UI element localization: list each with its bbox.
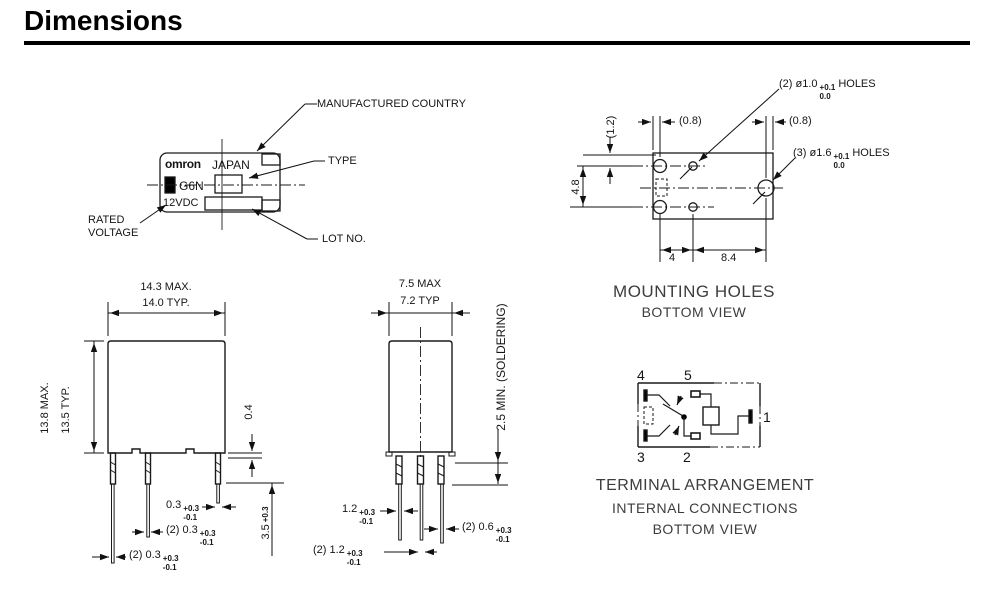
callout-lot-no: LOT NO. — [322, 233, 366, 245]
side-pin-bottom-dim: (2) 1.2+0.3-0.1 — [313, 544, 363, 567]
terminal-schematic — [637, 382, 761, 448]
terminal-5-label: 5 — [684, 367, 692, 383]
front-height-typ: 13.5 TYP. — [60, 386, 72, 434]
side-view-body — [385, 340, 456, 544]
front-pin-mid-dim: (2) 0.3+0.3-0.1 — [166, 524, 216, 547]
front-view-dimensions — [84, 302, 284, 561]
mounting-holes-subcaption: BOTTOM VIEW — [641, 304, 747, 320]
terminal-subcaption-1: INTERNAL CONNECTIONS — [611, 500, 799, 516]
mounting-dim-0-8-left: (0.8) — [679, 115, 702, 127]
label-country: JAPAN — [212, 158, 250, 172]
mounting-dim-4: 4 — [669, 252, 676, 264]
small-holes-value: (2) ø1.0 — [779, 78, 818, 90]
front-width-max: 14.3 MAX. — [140, 281, 192, 293]
front-standoff-dim: 3.5+0.3 — [260, 506, 272, 540]
mounting-dimension-lines — [570, 88, 796, 262]
terminal-4-label: 4 — [637, 367, 645, 383]
label-model: G6N — [179, 179, 204, 193]
mounting-centerlines — [632, 165, 783, 208]
large-holes-suffix: HOLES — [852, 147, 890, 159]
front-view-body — [107, 340, 226, 564]
mounting-dim-8-4: 8.4 — [721, 252, 737, 264]
front-height-max: 13.8 MAX. — [39, 382, 51, 434]
side-pin-right-dim: (2) 0.6+0.3-0.1 — [462, 521, 512, 544]
callout-rated-voltage: RATED VOLTAGE — [88, 214, 139, 239]
terminal-3-label: 3 — [637, 449, 645, 465]
front-pin-right-dim: 0.3+0.3-0.1 — [166, 499, 200, 522]
front-width-typ: 14.0 TYP. — [142, 297, 190, 309]
label-brand: omron — [165, 157, 201, 171]
terminal-motion-arrows — [672, 395, 684, 436]
side-width-max: 7.5 MAX — [398, 278, 442, 290]
large-holes-value: (3) ø1.6 — [793, 147, 832, 159]
terminal-1-label: 1 — [763, 409, 771, 425]
mounting-dim-4-8: 4.8 — [570, 179, 582, 195]
terminal-subcaption-2: BOTTOM VIEW — [652, 521, 758, 537]
small-holes-suffix: HOLES — [838, 78, 876, 90]
terminal-2-label: 2 — [683, 449, 691, 465]
title-rule — [24, 41, 970, 45]
side-view-dimensions — [371, 302, 508, 556]
label-centerlines — [147, 139, 305, 230]
callout-manufactured-country: MANUFACTURED COUNTRY — [317, 98, 466, 110]
front-dim-0-4: 0.4 — [243, 404, 255, 420]
mounting-holes-drawing — [652, 152, 775, 220]
mounting-dim-0-8-right: (0.8) — [789, 115, 812, 127]
side-pin-top-dim: 1.2+0.3-0.1 — [342, 503, 376, 526]
label-voltage: 12VDC — [163, 197, 199, 209]
callout-type: TYPE — [328, 155, 357, 167]
front-pin-left-dim: (2) 0.3+0.3-0.1 — [129, 549, 179, 572]
mounting-holes-caption: MOUNTING HOLES — [613, 282, 775, 301]
page-title: Dimensions — [24, 5, 183, 36]
mounting-dim-1-2: (1.2) — [605, 115, 617, 139]
side-soldering-dim: 2.5 MIN. (SOLDERING) — [494, 303, 508, 431]
side-width-typ: 7.2 TYP — [400, 295, 440, 307]
terminal-caption: TERMINAL ARRANGEMENT — [595, 477, 815, 494]
label-leaders — [139, 103, 325, 240]
